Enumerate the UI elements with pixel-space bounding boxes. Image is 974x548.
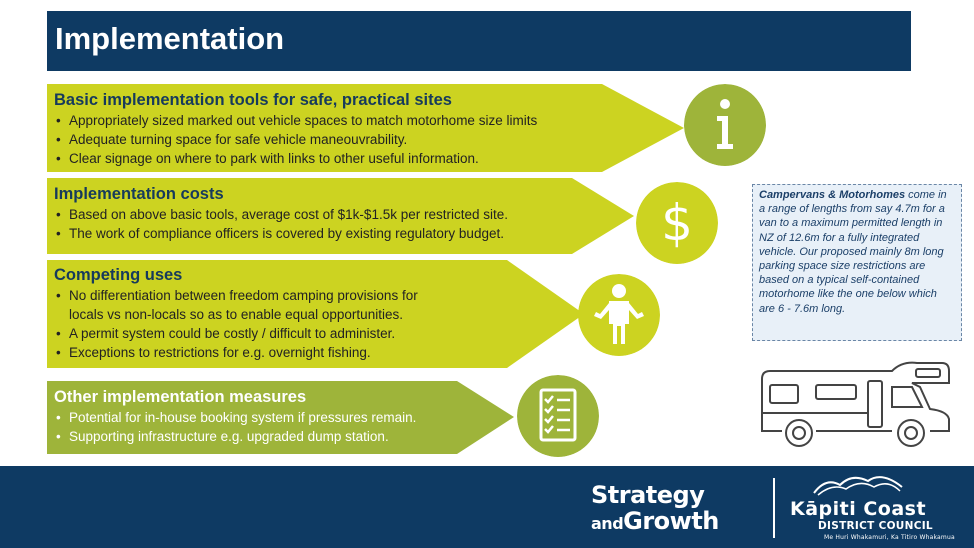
- bullet-item: Based on above basic tools, average cost…: [54, 205, 508, 224]
- title-bar: Implementation: [47, 11, 911, 71]
- info-icon: [684, 84, 766, 166]
- bullet-item: Supporting infrastructure e.g. upgraded …: [54, 427, 416, 446]
- info-box-text: Campervans & Motorhomes come in a range …: [759, 188, 955, 316]
- section-basic-tools: Basic implementation tools for safe, pra…: [54, 91, 537, 168]
- page-title: Implementation: [55, 21, 285, 56]
- bullet-item: A permit system could be costly / diffic…: [54, 324, 418, 343]
- bullet-item: Appropriately sized marked out vehicle s…: [54, 111, 537, 130]
- council-name: Kāpiti Coast: [790, 498, 927, 520]
- bullet-item: Potential for in-house booking system if…: [54, 408, 416, 427]
- bullet-item: Exceptions to restrictions for e.g. over…: [54, 343, 418, 362]
- dollar-icon: $: [636, 182, 718, 264]
- footer-bar: Strategy andGrowth Kāpiti Coast DISTRICT…: [0, 466, 974, 548]
- bullet-item: No differentiation between freedom campi…: [54, 286, 418, 324]
- section-costs: Implementation costs Based on above basi…: [54, 185, 508, 243]
- section-heading: Implementation costs: [54, 185, 224, 203]
- council-logo: Kāpiti Coast DISTRICT COUNCIL Me Huri Wh…: [790, 498, 955, 541]
- section-other-measures: Other implementation measures Potential …: [54, 388, 416, 446]
- info-box-body: come in a range of lengths from say 4.7m…: [759, 189, 947, 315]
- bullet-item: Clear signage on where to park with link…: [54, 149, 537, 168]
- growth-word: Growth: [623, 507, 719, 535]
- council-logo-icon: [813, 476, 903, 496]
- motorhome-icon: [761, 361, 950, 447]
- section-competing-uses: Competing uses No differentiation betwee…: [54, 266, 418, 362]
- person-shrug-icon: [578, 274, 660, 356]
- bullet-item: Adequate turning space for safe vehicle …: [54, 130, 537, 149]
- info-box-bold: Campervans & Motorhomes: [759, 189, 906, 201]
- growth-line: andGrowth: [591, 508, 719, 537]
- footer-divider: [773, 478, 775, 538]
- and-word: and: [591, 514, 624, 533]
- bullet-text: No differentiation between freedom campi…: [69, 288, 418, 303]
- checklist-icon: [517, 375, 599, 457]
- bullet-item: The work of compliance officers is cover…: [54, 224, 508, 243]
- svg-text:$: $: [661, 194, 693, 252]
- bullet-text-continued: locals vs non-locals so as to enable equ…: [69, 307, 403, 322]
- strategy-line: Strategy: [591, 481, 705, 509]
- section-heading: Competing uses: [54, 266, 183, 284]
- council-motto: Me Huri Whakamuri, Ka Titiro Whakamua: [824, 534, 955, 541]
- info-box: Campervans & Motorhomes come in a range …: [752, 184, 962, 341]
- strategy-growth-logo: Strategy andGrowth: [591, 482, 719, 537]
- section-heading: Basic implementation tools for safe, pra…: [54, 91, 452, 109]
- section-heading: Other implementation measures: [54, 388, 307, 406]
- council-subtitle: DISTRICT COUNCIL: [818, 520, 933, 532]
